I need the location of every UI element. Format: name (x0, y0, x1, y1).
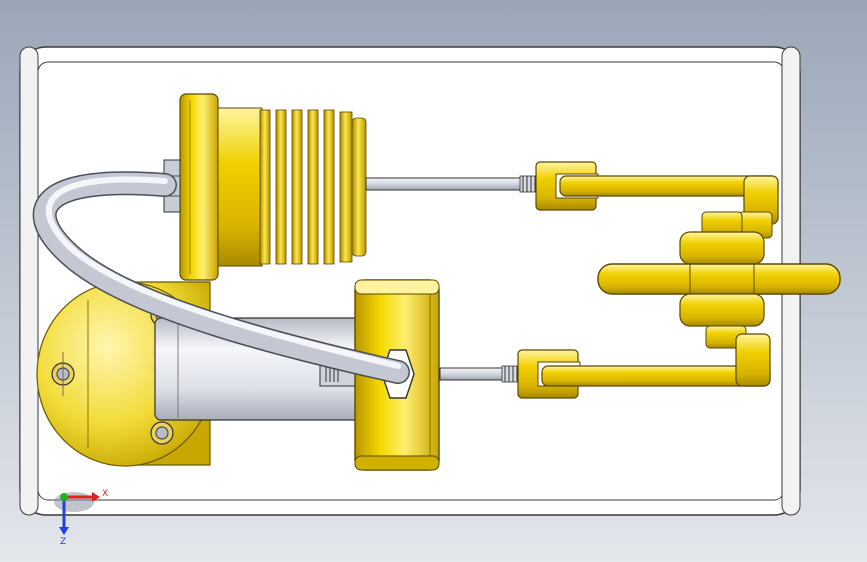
screw-icon (150, 421, 174, 445)
transfer-pipe[interactable] (32, 171, 410, 384)
screw-icon (51, 352, 75, 396)
cooling-fins (259, 109, 367, 265)
y-axis-icon (60, 493, 68, 501)
thread-icon (501, 365, 521, 383)
lower-connecting-rod[interactable] (517, 333, 771, 399)
z-axis-label: Z (60, 537, 66, 547)
thread-icon (519, 175, 539, 193)
power-piston-rod[interactable] (439, 365, 521, 383)
x-axis-label: X (102, 489, 108, 499)
coordinate-triad: X Z (54, 489, 108, 547)
displacer-rod[interactable] (365, 175, 539, 193)
displacer-cylinder[interactable] (163, 93, 367, 281)
